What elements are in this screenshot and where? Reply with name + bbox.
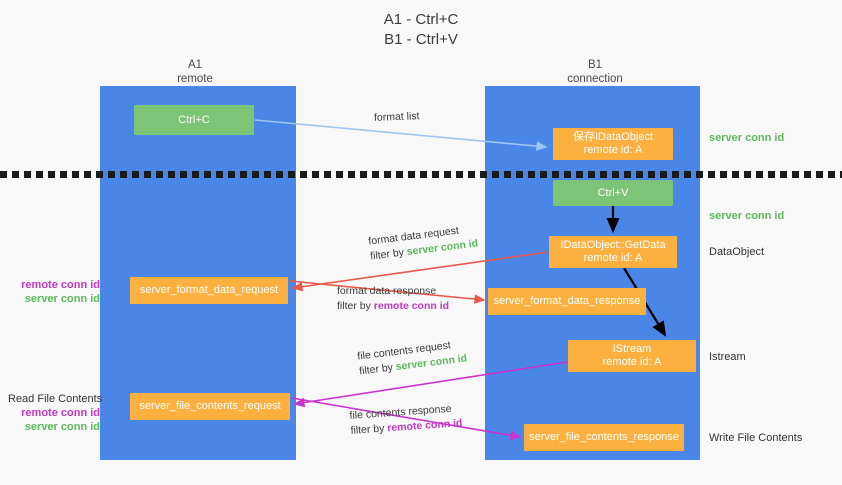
node-idataobject-getdata[interactable]: IDataObject::GetData remote id: A [549,236,677,268]
column-a1-name: A1 [187,59,203,71]
label-group-format-conn-ids: remote conn id server conn id [8,278,100,306]
node-ctrl-c[interactable]: Ctrl+C [134,105,254,135]
edge-label-format-data-response: format data response filter by remote co… [337,284,449,314]
column-a1-role: remote [177,73,213,85]
label-server-conn-id-2: server conn id [24,421,100,433]
label-remote-conn-id-2: remote conn id [21,407,100,419]
node-server-file-contents-request-label: server_file_contents_request [139,400,281,412]
column-header-a1: A1 remote [140,58,250,86]
node-save-dataobject-line1: 保存IDataObject [572,131,654,143]
column-header-b1: B1 connection [540,58,650,86]
node-ctrl-c-label: Ctrl+C [178,113,210,126]
edge-label-format-list: format list [374,109,420,126]
node-server-format-data-response[interactable]: server_format_data_response [488,288,646,315]
edge-label-format-data-request: format data request filter by server con… [368,221,479,264]
node-getdata-line1: IDataObject::GetData [560,239,666,251]
label-dataobject: DataObject [709,246,765,258]
filter-prefix: filter by [358,361,397,378]
label-read-file-contents: Read File Contents [8,393,103,405]
node-istream-line2: remote id: A [602,356,662,368]
edge-label-file-contents-request: file contents request filter by server c… [357,336,468,379]
filter-prefix: filter by [369,246,408,263]
node-save-dataobject-line2: remote id: A [583,144,643,156]
node-save-dataobject[interactable]: 保存IDataObject remote id: A [553,128,673,160]
edge-label-format-data-response-line2: filter by remote conn id [337,299,449,314]
node-server-format-data-request[interactable]: server_format_data_request [130,277,288,304]
edge-label-format-list-text: format list [373,110,420,124]
node-istream[interactable]: IStream remote id: A [568,340,696,372]
column-b1-name: B1 [587,59,603,71]
label-remote-conn-id-1: remote conn id [21,279,100,291]
column-b1-role: connection [567,73,623,85]
filter-prefix: filter by [350,422,388,437]
label-istream: Istream [709,351,746,363]
node-server-file-contents-response[interactable]: server_file_contents_response [524,424,684,451]
title-line-2: B1 - Ctrl+V [384,31,458,48]
label-write-file-contents: Write File Contents [709,432,803,444]
edge-label-format-data-response-line1: format data response [337,285,437,297]
node-server-file-contents-request[interactable]: server_file_contents_request [130,393,290,420]
filter-key-remote-conn-id: remote conn id [386,417,463,435]
label-server-conn-id-1: server conn id [24,293,100,305]
label-server-conn-id-top: server conn id [709,132,785,144]
node-getdata-line2: remote id: A [583,252,643,264]
node-server-file-contents-response-label: server_file_contents_response [529,431,679,443]
title-line-1: A1 - Ctrl+C [383,11,459,28]
label-server-conn-id-mid: server conn id [709,210,785,222]
node-ctrl-v-label: Ctrl+V [597,186,629,199]
page-title: A1 - Ctrl+C B1 - Ctrl+V [0,10,842,50]
node-server-format-data-request-label: server_format_data_request [139,284,279,296]
label-group-file-conn-ids: Read File Contents remote conn id server… [8,392,103,434]
node-ctrl-v[interactable]: Ctrl+V [553,180,673,206]
boundary-divider [0,171,842,178]
node-server-format-data-response-label: server_format_data_response [493,295,641,307]
node-istream-line1: IStream [612,343,652,355]
filter-prefix: filter by [337,300,374,312]
filter-key-remote-conn-id: remote conn id [373,300,450,312]
edge-label-file-contents-response: file contents response filter by remote … [349,401,463,439]
